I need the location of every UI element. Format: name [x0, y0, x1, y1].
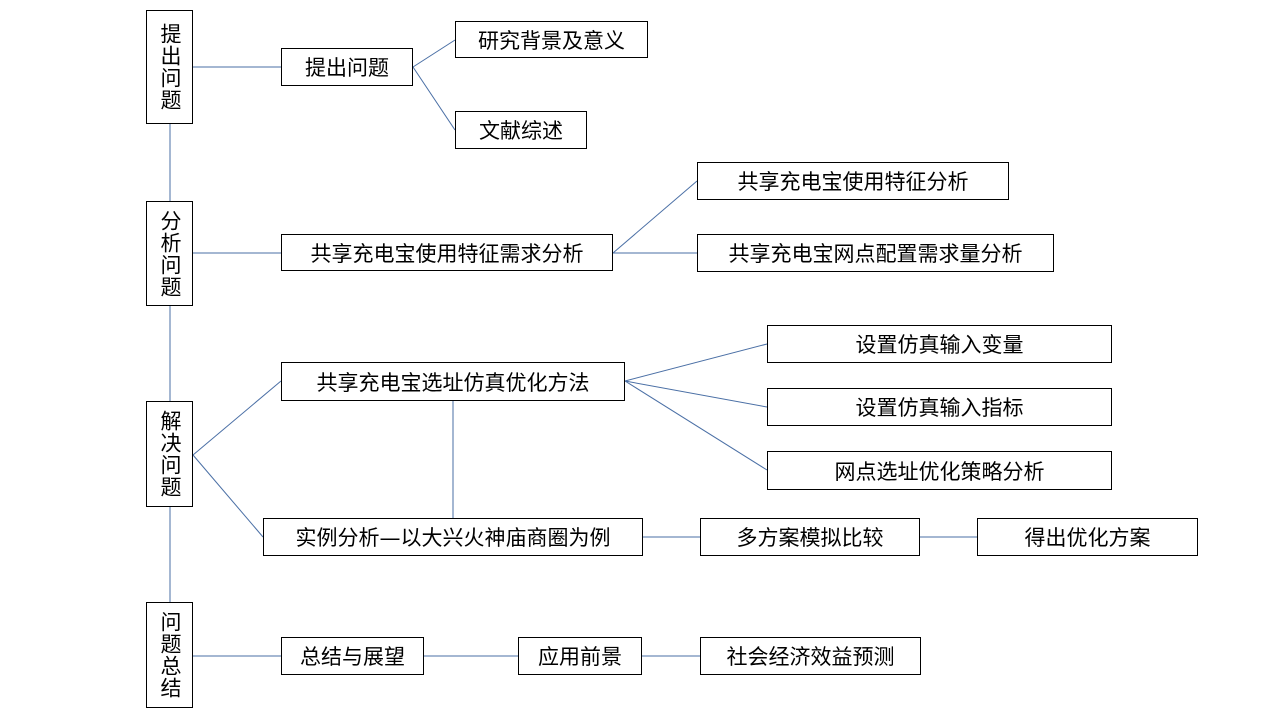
node-input-vars: 设置仿真输入变量	[767, 325, 1112, 363]
link-raise-literature	[412, 66, 456, 131]
node-background: 研究背景及意义	[455, 21, 648, 58]
node-site-demand: 共享充电宝网点配置需求量分析	[697, 234, 1054, 272]
stage-analyze-problem: 分析问题	[146, 201, 193, 306]
link-demand-usage	[612, 180, 698, 254]
node-multi-scheme: 多方案模拟比较	[700, 518, 920, 556]
node-usage-features: 共享充电宝使用特征分析	[697, 162, 1009, 200]
stage-solve-problem: 解决问题	[146, 401, 193, 507]
link-stage3-case	[192, 454, 264, 538]
node-sim-method: 共享充电宝选址仿真优化方法	[281, 362, 625, 401]
node-optimal-plan: 得出优化方案	[977, 518, 1198, 556]
node-case-study: 实例分析—以大兴火神庙商圈为例	[263, 518, 643, 556]
link-raise-background	[412, 39, 456, 68]
stage-raise-problem: 提出问题	[146, 10, 193, 124]
link-sim-strategy	[624, 380, 768, 471]
node-input-indicators: 设置仿真输入指标	[767, 388, 1112, 426]
node-strategy: 网点选址优化策略分析	[767, 451, 1112, 490]
node-benefit: 社会经济效益预测	[700, 637, 921, 675]
node-raise-problem: 提出问题	[281, 48, 413, 86]
node-literature: 文献综述	[455, 111, 587, 149]
node-summary: 总结与展望	[281, 637, 424, 675]
link-sim-vars	[624, 343, 768, 382]
link-stage3-sim	[192, 380, 282, 456]
stage-summarize-problem: 问题总结	[146, 602, 193, 708]
link-sim-indicators	[624, 380, 768, 408]
node-prospect: 应用前景	[518, 637, 642, 675]
node-demand-analysis: 共享充电宝使用特征需求分析	[281, 234, 613, 271]
